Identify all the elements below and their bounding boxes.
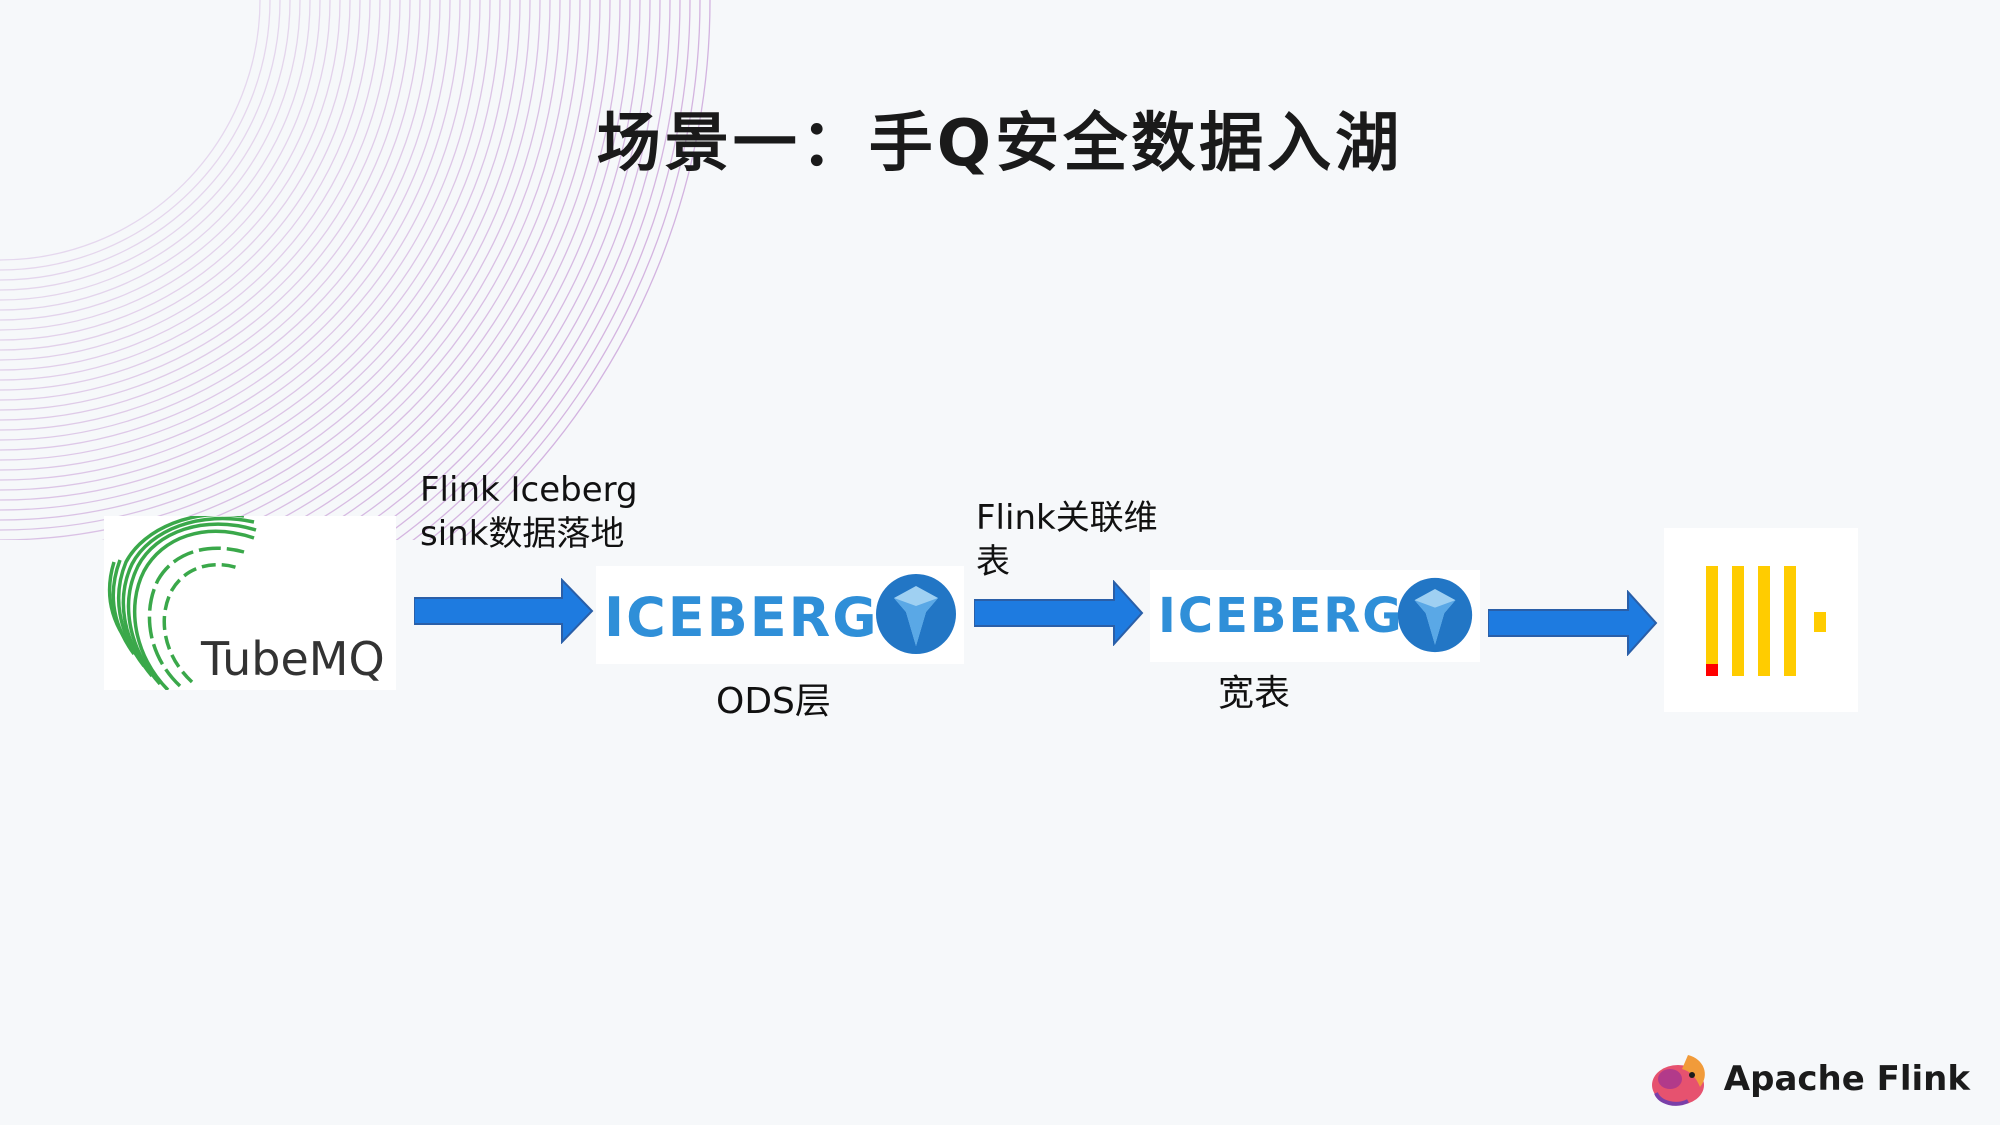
tubemq-name: TubeMQ <box>201 632 385 686</box>
decorative-arc <box>209 0 581 540</box>
decorative-arc <box>0 0 431 431</box>
decorative-arc <box>0 0 271 271</box>
decorative-arc <box>0 0 491 491</box>
clickhouse-node <box>1664 528 1858 712</box>
decorative-arc <box>0 0 531 531</box>
tubemq-node: TubeMQ <box>104 516 396 690</box>
decorative-arc <box>0 0 291 291</box>
decorative-arc <box>0 0 501 501</box>
iceberg-logo-icon <box>876 574 956 654</box>
decorative-arc <box>0 0 461 461</box>
decorative-arc <box>0 0 281 281</box>
decorative-arc <box>0 0 391 391</box>
decorative-arc <box>0 0 301 301</box>
clickhouse-logo-icon <box>1706 566 1826 676</box>
decorative-arc <box>412 0 681 540</box>
brand-name: Apache Flink <box>1723 1059 1970 1099</box>
decorative-arc <box>0 0 451 451</box>
wide-table-label: 宽表 <box>1218 673 1291 714</box>
iceberg-logo-icon <box>1397 577 1473 653</box>
decorative-arc <box>180 0 571 540</box>
edge1-label: Flink Iceberg sink数据落地 <box>420 470 638 554</box>
decorative-arc <box>0 0 311 311</box>
decorative-arc <box>360 0 651 540</box>
decorative-arc <box>444 0 701 540</box>
ods-label: ODS层 <box>716 681 831 722</box>
decorative-lines <box>0 0 711 540</box>
arrow-icon <box>414 578 594 644</box>
decorative-arc <box>0 0 331 331</box>
page-title: 场景一：手Q安全数据入湖 <box>596 107 1404 181</box>
decorative-arc <box>282 0 611 540</box>
footer-brand: Apache Flink <box>1648 1049 1970 1109</box>
decorative-arc <box>0 0 341 341</box>
edge2-label: Flink关联维 表 <box>976 498 1158 582</box>
decorative-arc <box>0 0 381 381</box>
decorative-arc <box>0 0 471 471</box>
decorative-arc <box>0 0 441 441</box>
decorative-arc <box>0 0 511 511</box>
decorative-arc <box>259 0 601 540</box>
decorative-arc <box>0 0 481 481</box>
decorative-arc <box>459 0 711 540</box>
decorative-arc <box>0 0 401 401</box>
arrow-icon <box>974 580 1144 646</box>
iceberg-ods-logo-text: ICEBERG <box>604 586 879 649</box>
decorative-arc <box>378 0 661 540</box>
iceberg-wide-logo-text: ICEBERG <box>1158 588 1404 644</box>
decorative-arc <box>0 0 421 421</box>
decorative-arc <box>428 0 691 540</box>
flink-squirrel-icon <box>1651 1055 1705 1106</box>
tubemq-logo-icon <box>107 516 257 690</box>
decorative-arc <box>342 0 641 540</box>
iceberg-wide-node: ICEBERG <box>1150 570 1480 662</box>
decorative-arc <box>0 0 351 351</box>
decorative-arc <box>0 0 361 361</box>
decorative-arc <box>236 0 591 540</box>
decorative-arc <box>323 0 631 540</box>
decorative-arc <box>0 0 411 411</box>
arrow-icon <box>1488 590 1658 656</box>
decorative-arc <box>395 0 671 540</box>
decorative-arc <box>0 0 321 321</box>
decorative-arc <box>0 0 541 540</box>
decorative-arc <box>303 0 621 540</box>
decorative-arc <box>0 0 521 521</box>
decorative-arc <box>145 0 561 540</box>
decorative-arc <box>0 0 371 371</box>
iceberg-ods-node: ICEBERG <box>596 566 964 664</box>
decorative-arc <box>0 0 261 261</box>
